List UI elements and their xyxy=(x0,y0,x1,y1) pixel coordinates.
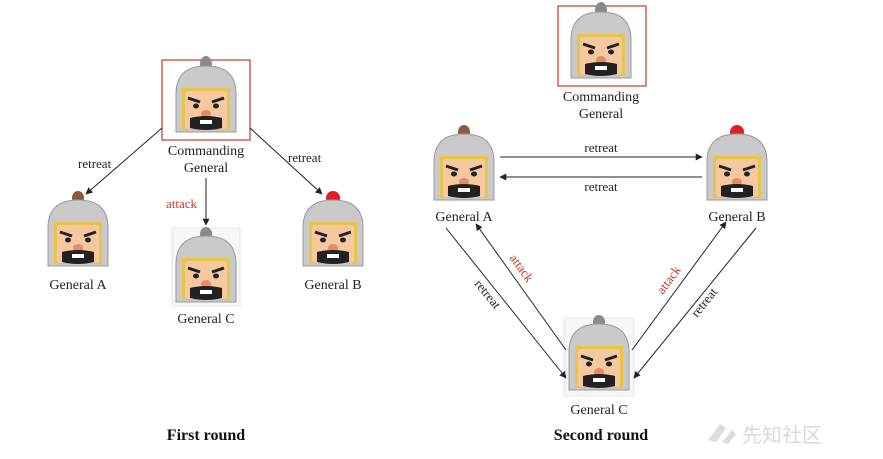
edge-label-attack: attack xyxy=(166,196,198,211)
knight-helmet-icon xyxy=(567,315,631,392)
knight-helmet-icon xyxy=(705,125,769,202)
watermark: 先知社区 xyxy=(708,423,822,447)
second-commanding-general-node: Commanding General xyxy=(557,2,647,122)
knight-helmet-icon xyxy=(301,191,365,268)
commander-label-line1: Commanding xyxy=(563,90,639,105)
first-round-panel: Commanding General General A General C xyxy=(46,56,365,444)
edge-commander-to-a xyxy=(85,127,163,195)
knight-helmet-icon xyxy=(174,227,238,304)
second-round-title: Second round xyxy=(554,427,649,444)
edge-commander-to-b xyxy=(249,127,323,195)
general-a-label: General A xyxy=(49,278,107,293)
general-c-label: General C xyxy=(570,403,627,418)
edge-c-to-b xyxy=(631,221,727,351)
commander-label-line1: Commanding xyxy=(168,144,244,159)
knight-helmet-icon xyxy=(46,191,110,268)
edge-label-retreat: retreat xyxy=(584,140,618,155)
general-b-label: General B xyxy=(708,210,765,225)
edge-label-retreat: retreat xyxy=(78,156,112,171)
commander-label-line2: General xyxy=(579,107,623,122)
edge-label-retreat: retreat xyxy=(688,284,721,320)
edge-label-retreat: retreat xyxy=(288,150,322,165)
watermark-text: 先知社区 xyxy=(742,423,822,447)
second-general-a-node: General A xyxy=(432,125,496,225)
knight-helmet-icon xyxy=(174,56,238,134)
commander-label-line2: General xyxy=(184,161,228,176)
xianzhi-logo-icon xyxy=(708,424,736,444)
first-general-c-node: General C xyxy=(171,227,241,327)
edge-b-to-c xyxy=(633,227,757,379)
general-a-label: General A xyxy=(435,210,493,225)
knight-helmet-icon xyxy=(569,2,633,80)
knight-helmet-icon xyxy=(432,125,496,202)
edge-label-retreat: retreat xyxy=(584,179,618,194)
first-commanding-general-node: Commanding General xyxy=(161,56,251,176)
edge-label-attack: attack xyxy=(653,262,684,296)
edge-a-to-c xyxy=(445,227,567,379)
first-round-title: First round xyxy=(167,427,245,444)
general-c-label: General C xyxy=(177,312,234,327)
second-round-panel: Commanding General General A General B xyxy=(432,2,769,444)
edge-label-attack: attack xyxy=(507,251,538,285)
edge-c-to-a xyxy=(475,223,567,351)
second-general-b-node: General B xyxy=(705,125,769,225)
second-general-c-node: General C xyxy=(563,315,635,418)
general-b-label: General B xyxy=(304,278,361,293)
first-general-a-node: General A xyxy=(46,191,110,293)
first-general-b-node: General B xyxy=(301,191,365,293)
